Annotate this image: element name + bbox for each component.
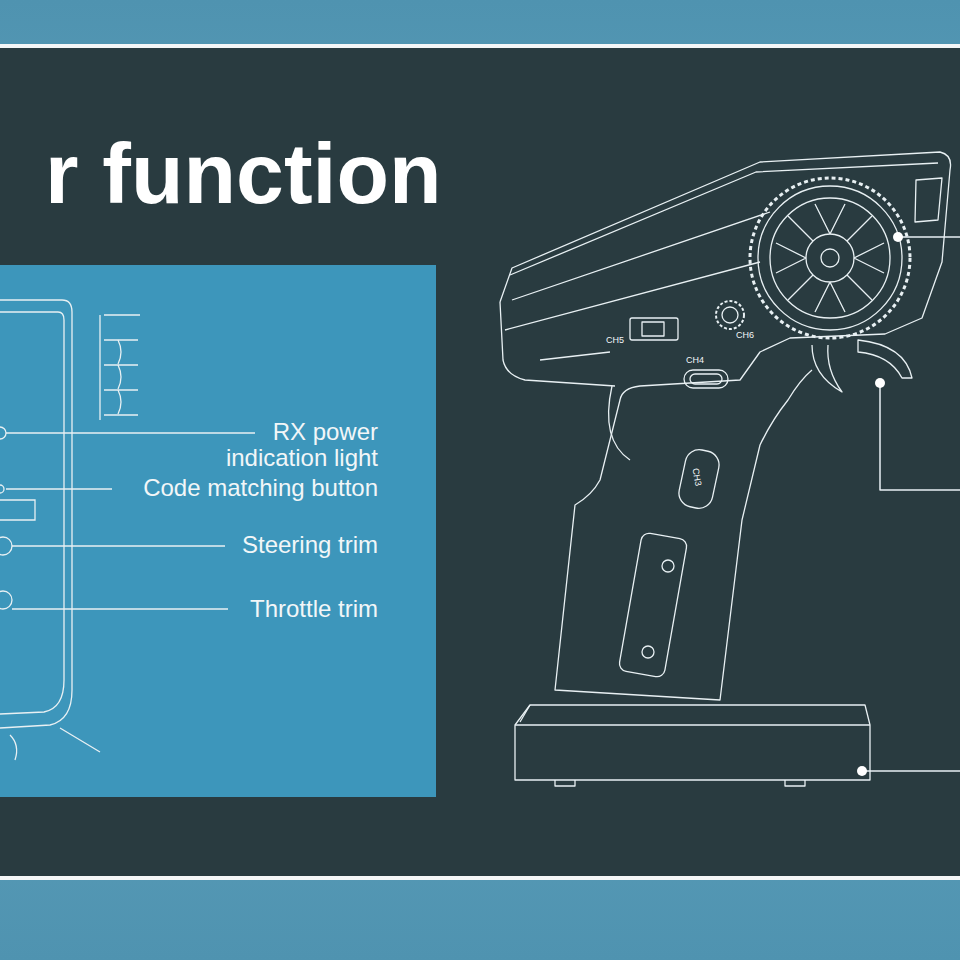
page-title: r function: [45, 130, 442, 216]
part-label: Steering trim: [242, 531, 378, 559]
part-label: Code matching button: [143, 474, 378, 502]
channel-label: CH4: [686, 355, 704, 365]
part-label: RX power indication light: [188, 419, 378, 471]
channel-label: CH5: [606, 335, 624, 345]
channel-label: CH6: [736, 330, 754, 340]
part-label: Throttle trim: [250, 595, 378, 623]
